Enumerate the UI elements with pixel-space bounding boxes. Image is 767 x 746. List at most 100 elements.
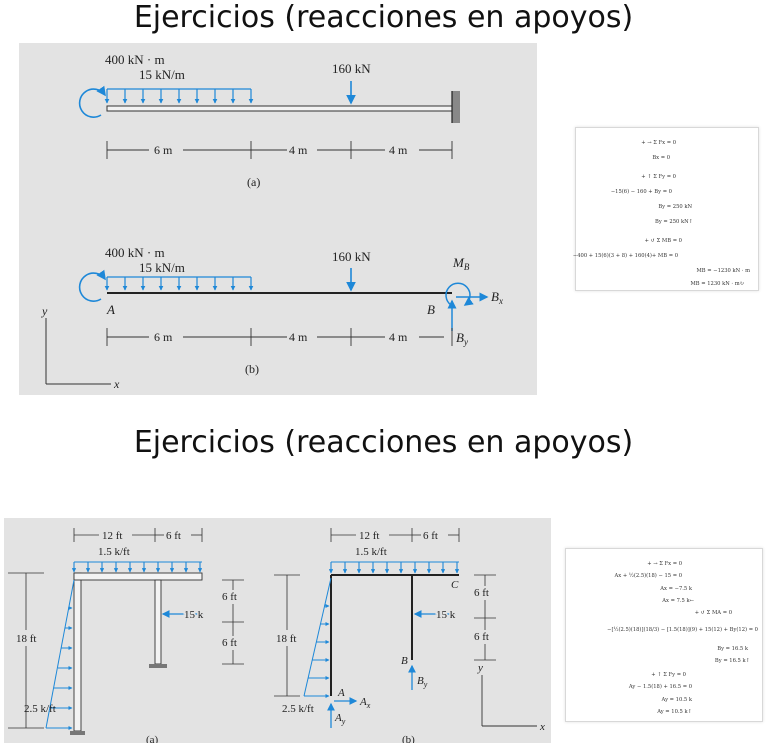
axis-y-label: y <box>41 304 48 318</box>
eq2-line-7: By = 16.5 k <box>717 646 748 652</box>
slide1-figure-panel: 400 kN · m 15 kN/m 160 kN 6 m 4 m 4 m (a… <box>19 43 537 395</box>
moment-label-a: 400 kN · m <box>105 52 165 67</box>
top-dimension-a <box>73 528 203 542</box>
right-dim-a-2: 6 ft <box>222 637 237 649</box>
beam-a <box>106 91 460 123</box>
mb-subscript: B <box>464 262 470 272</box>
eq1-line-1: + → Σ Fx = 0 <box>641 140 676 146</box>
point-b2-label: B <box>401 655 408 667</box>
caption-2a: (a) <box>146 734 159 743</box>
height-dimension-a <box>8 572 44 729</box>
eq1-line-5: By = 250 kN <box>658 204 692 210</box>
point-a2-label: A <box>337 687 345 699</box>
eq2-line-10: Ay − 1.5(18) + 16.5 = 0 <box>628 684 692 690</box>
figure-background-2 <box>4 518 551 743</box>
right-dimension-a <box>222 579 244 665</box>
moment-arrow-b <box>78 269 106 302</box>
axes-icon <box>45 318 111 385</box>
axis-x-label-2: x <box>539 721 545 733</box>
right-dim-b-1: 6 ft <box>474 587 489 599</box>
point-a-label: A <box>106 302 115 317</box>
point-load-label-b: 160 kN <box>332 249 371 264</box>
by2-label: B <box>417 675 424 687</box>
ay-label: A <box>334 712 342 724</box>
fixed-support-a <box>452 91 460 123</box>
height-label-b: 18 ft <box>276 633 296 645</box>
eq2-line-11: Ay = 10.5 k <box>661 697 692 703</box>
slide1-equations-box: + → Σ Fx = 0 Bx = 0 + ↑ Σ Fy = 0 −15(6) … <box>572 127 759 291</box>
frame-b <box>330 574 459 696</box>
moment-reaction-arrow-b <box>445 282 474 306</box>
triangular-load-a <box>45 579 75 730</box>
dimension-line-b <box>106 328 453 346</box>
ay-subscript: y <box>341 717 346 726</box>
caption-2b: (b) <box>402 734 415 743</box>
force-label-b: 15 k <box>436 609 456 621</box>
eq1-line-10: MB = 1230 kN · m↻ <box>690 281 744 287</box>
distributed-load-b <box>104 276 254 291</box>
eq2-line-8: By = 16.5 k↑ <box>714 658 750 664</box>
slide2-title: Ejercicios (reacciones en apoyos) <box>133 425 634 460</box>
slide1-title: Ejercicios (reacciones en apoyos) <box>133 0 634 35</box>
eq1-line-6: By = 250 kN↑ <box>655 219 693 225</box>
caption-a: (a) <box>247 175 260 189</box>
eq2-line-2: Ax + ½(2.5)(18) − 15 = 0 <box>614 573 682 579</box>
by-label: B <box>456 330 464 345</box>
eq1-line-4: −15(6) − 160 + By = 0 <box>610 189 672 195</box>
dim-b-2: 4 m <box>289 330 308 344</box>
bx-label: B <box>491 289 499 304</box>
slide2-figure-panel: 12 ft 6 ft 1.5 k/ft 6 ft 6 ft 15 k 18 ft… <box>4 518 551 743</box>
right-dim-b-2: 6 ft <box>474 631 489 643</box>
top-dim-a-2: 6 ft <box>166 530 181 542</box>
svg-text:By: By <box>417 675 428 689</box>
eq2-line-3: Ax = −7.5 k <box>660 586 692 592</box>
ax-subscript: x <box>366 701 371 710</box>
distributed-load-label-a: 15 kN/m <box>139 67 185 82</box>
dim-a-1: 6 m <box>154 143 173 157</box>
right-dimension-b <box>474 574 496 661</box>
distributed-load-top-a <box>71 561 203 573</box>
height-dimension-b <box>274 574 300 697</box>
distributed-load-a <box>104 88 254 104</box>
force-label-a: 15 k <box>184 609 204 621</box>
eq2-line-1: + → Σ Fx = 0 <box>647 561 682 567</box>
point-load-label-a: 160 kN <box>332 61 371 76</box>
top-dim-b-1: 12 ft <box>359 530 379 542</box>
dimension-line-a <box>106 141 453 159</box>
axis-y-label-2: y <box>477 662 483 674</box>
distributed-load-label-b: 15 kN/m <box>139 260 185 275</box>
height-label-a: 18 ft <box>16 633 36 645</box>
base-load-label-a: 2.5 k/ft <box>24 703 56 715</box>
point-b-label: B <box>427 302 435 317</box>
eq1-line-3: + ↑ Σ Fy = 0 <box>641 174 676 180</box>
base-load-label-b: 2.5 k/ft <box>282 703 314 715</box>
top-dim-b-2: 6 ft <box>423 530 438 542</box>
caption-b: (b) <box>245 362 259 376</box>
axes-icon-2 <box>481 675 537 727</box>
eq2-line-12: Ay = 10.5 k↑ <box>657 709 692 715</box>
svg-text:Ax: Ax <box>359 696 371 710</box>
dim-a-3: 4 m <box>389 143 408 157</box>
eq1-line-9: MB = −1230 kN · m <box>696 268 750 274</box>
eq1-line-8: −400 + 15(6)(3 + 8) + 160(4)+ MB = 0 <box>572 253 678 259</box>
right-dim-a-1: 6 ft <box>222 591 237 603</box>
axis-x-label: x <box>113 377 120 391</box>
dim-b-3: 4 m <box>389 330 408 344</box>
triangular-load-b <box>303 577 332 698</box>
ax-label: A <box>359 696 367 708</box>
dim-b-1: 6 m <box>154 330 173 344</box>
eq2-line-9: + ↑ Σ Fy = 0 <box>651 672 686 678</box>
svg-text:Bx: Bx <box>491 289 503 306</box>
eq2-line-6: −[½(2.5)(18)](18/3) − [1.5(18)](9) + 15(… <box>607 627 758 633</box>
by-subscript: y <box>463 337 468 347</box>
point-c-label: C <box>451 579 459 591</box>
slide2-equations-box: + → Σ Fx = 0 Ax + ½(2.5)(18) − 15 = 0 Ax… <box>565 548 763 722</box>
moment-label-b: 400 kN · m <box>105 245 165 260</box>
distributed-load-top-b <box>328 561 460 574</box>
svg-text:Ay: Ay <box>334 712 346 726</box>
frame-a <box>70 572 203 735</box>
bx-subscript: x <box>498 296 503 306</box>
dist-load-label-a: 1.5 k/ft <box>98 546 130 558</box>
top-dimension-b <box>330 528 460 542</box>
moment-arrow-a <box>78 85 106 118</box>
